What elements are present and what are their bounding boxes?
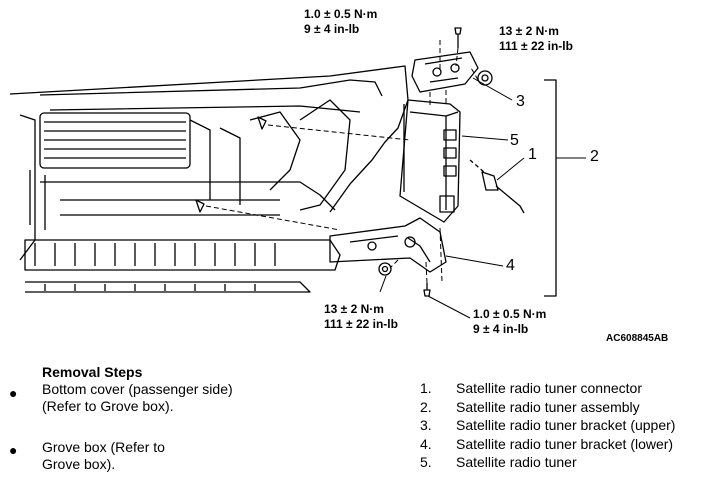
torque-spec-bottom-right: 1.0 ± 0.5 N·m 9 ± 4 in-lb: [473, 307, 546, 337]
lower-rail: [24, 239, 341, 271]
torque-value-metric: 1.0 ± 0.5 N·m: [304, 7, 378, 21]
step-text: ).: [164, 398, 174, 414]
lower-bracket: [329, 217, 447, 273]
removal-step-1: Bottom cover (passenger side) (Refer to …: [42, 381, 233, 415]
step-reference: (Refer to Grove box).: [42, 398, 233, 415]
part-number: 1.: [420, 380, 432, 396]
callout-1: 1: [528, 146, 537, 163]
part-name: Satellite radio tuner: [456, 454, 577, 470]
step-reference: Grove box).: [42, 456, 165, 473]
grove-box-link[interactable]: Grove box: [100, 398, 165, 414]
step-text: ).: [106, 456, 116, 472]
grove-box-link[interactable]: Grove box: [42, 456, 107, 472]
tuner-connector: [481, 171, 499, 191]
removal-steps-title: Removal Steps: [42, 364, 143, 380]
figure-id: AC608845AB: [606, 333, 669, 344]
part-name: Satellite radio tuner bracket (upper): [456, 417, 676, 433]
bullet-icon: ●: [9, 442, 18, 458]
torque-spec-top-left: 1.0 ± 0.5 N·m 9 ± 4 in-lb: [304, 7, 377, 37]
bullet-icon: ●: [9, 385, 18, 401]
callout-5: 5: [510, 132, 519, 149]
part-name: Satellite radio tuner assembly: [456, 398, 640, 415]
removal-step-2: Grove box (Refer to Grove box).: [42, 439, 165, 473]
torque-value-imperial: 9 ± 4 in-lb: [473, 322, 529, 336]
torque-value-metric: 1.0 ± 0.5 N·m: [473, 307, 547, 321]
satellite-radio-tuner: [399, 99, 461, 223]
part-number: 3.: [420, 417, 432, 433]
callout-2: 2: [590, 148, 599, 165]
parts-list: 1. Satellite radio tuner connector 2. Sate…: [420, 379, 675, 472]
parts-list-item: 5. Satellite radio tuner: [420, 453, 675, 472]
part-name: Satellite radio tuner connector: [456, 380, 642, 396]
parts-list-item: 1. Satellite radio tuner connector: [420, 379, 675, 398]
step-text: Bottom cover (passenger side): [42, 381, 233, 397]
part-number: 4.: [420, 435, 432, 452]
part-name: Satellite radio tuner bracket (lower): [456, 435, 674, 452]
torque-spec-bottom-left: 13 ± 2 N·m 111 ± 22 in-lb: [324, 302, 398, 332]
parts-list-item: 3. Satellite radio tuner bracket (upper): [420, 416, 675, 435]
step-text: Grove box (Refer to: [42, 439, 165, 455]
torque-value-metric: 13 ± 2 N·m: [324, 302, 384, 316]
torque-value-metric: 13 ± 2 N·m: [499, 24, 559, 38]
upper-bracket: [411, 51, 479, 93]
callout-4: 4: [506, 257, 515, 274]
parts-list-item: 2. Satellite radio tuner assembly: [420, 398, 675, 417]
step-text: (Refer to: [42, 398, 101, 414]
part-number: 5.: [420, 454, 432, 470]
dashboard-outline: [9, 65, 409, 213]
torque-value-imperial: 9 ± 4 in-lb: [304, 22, 360, 36]
parts-list-item: 4. Satellite radio tuner bracket (lower): [420, 435, 675, 454]
torque-value-imperial: 111 ± 22 in-lb: [324, 317, 398, 331]
vent-grille: [39, 112, 191, 169]
assembly-bracket: [544, 79, 557, 297]
torque-value-imperial: 111 ± 22 in-lb: [499, 39, 573, 53]
torque-spec-top-right: 13 ± 2 N·m 111 ± 22 in-lb: [499, 24, 573, 54]
callout-3: 3: [516, 93, 525, 110]
part-number: 2.: [420, 398, 432, 415]
